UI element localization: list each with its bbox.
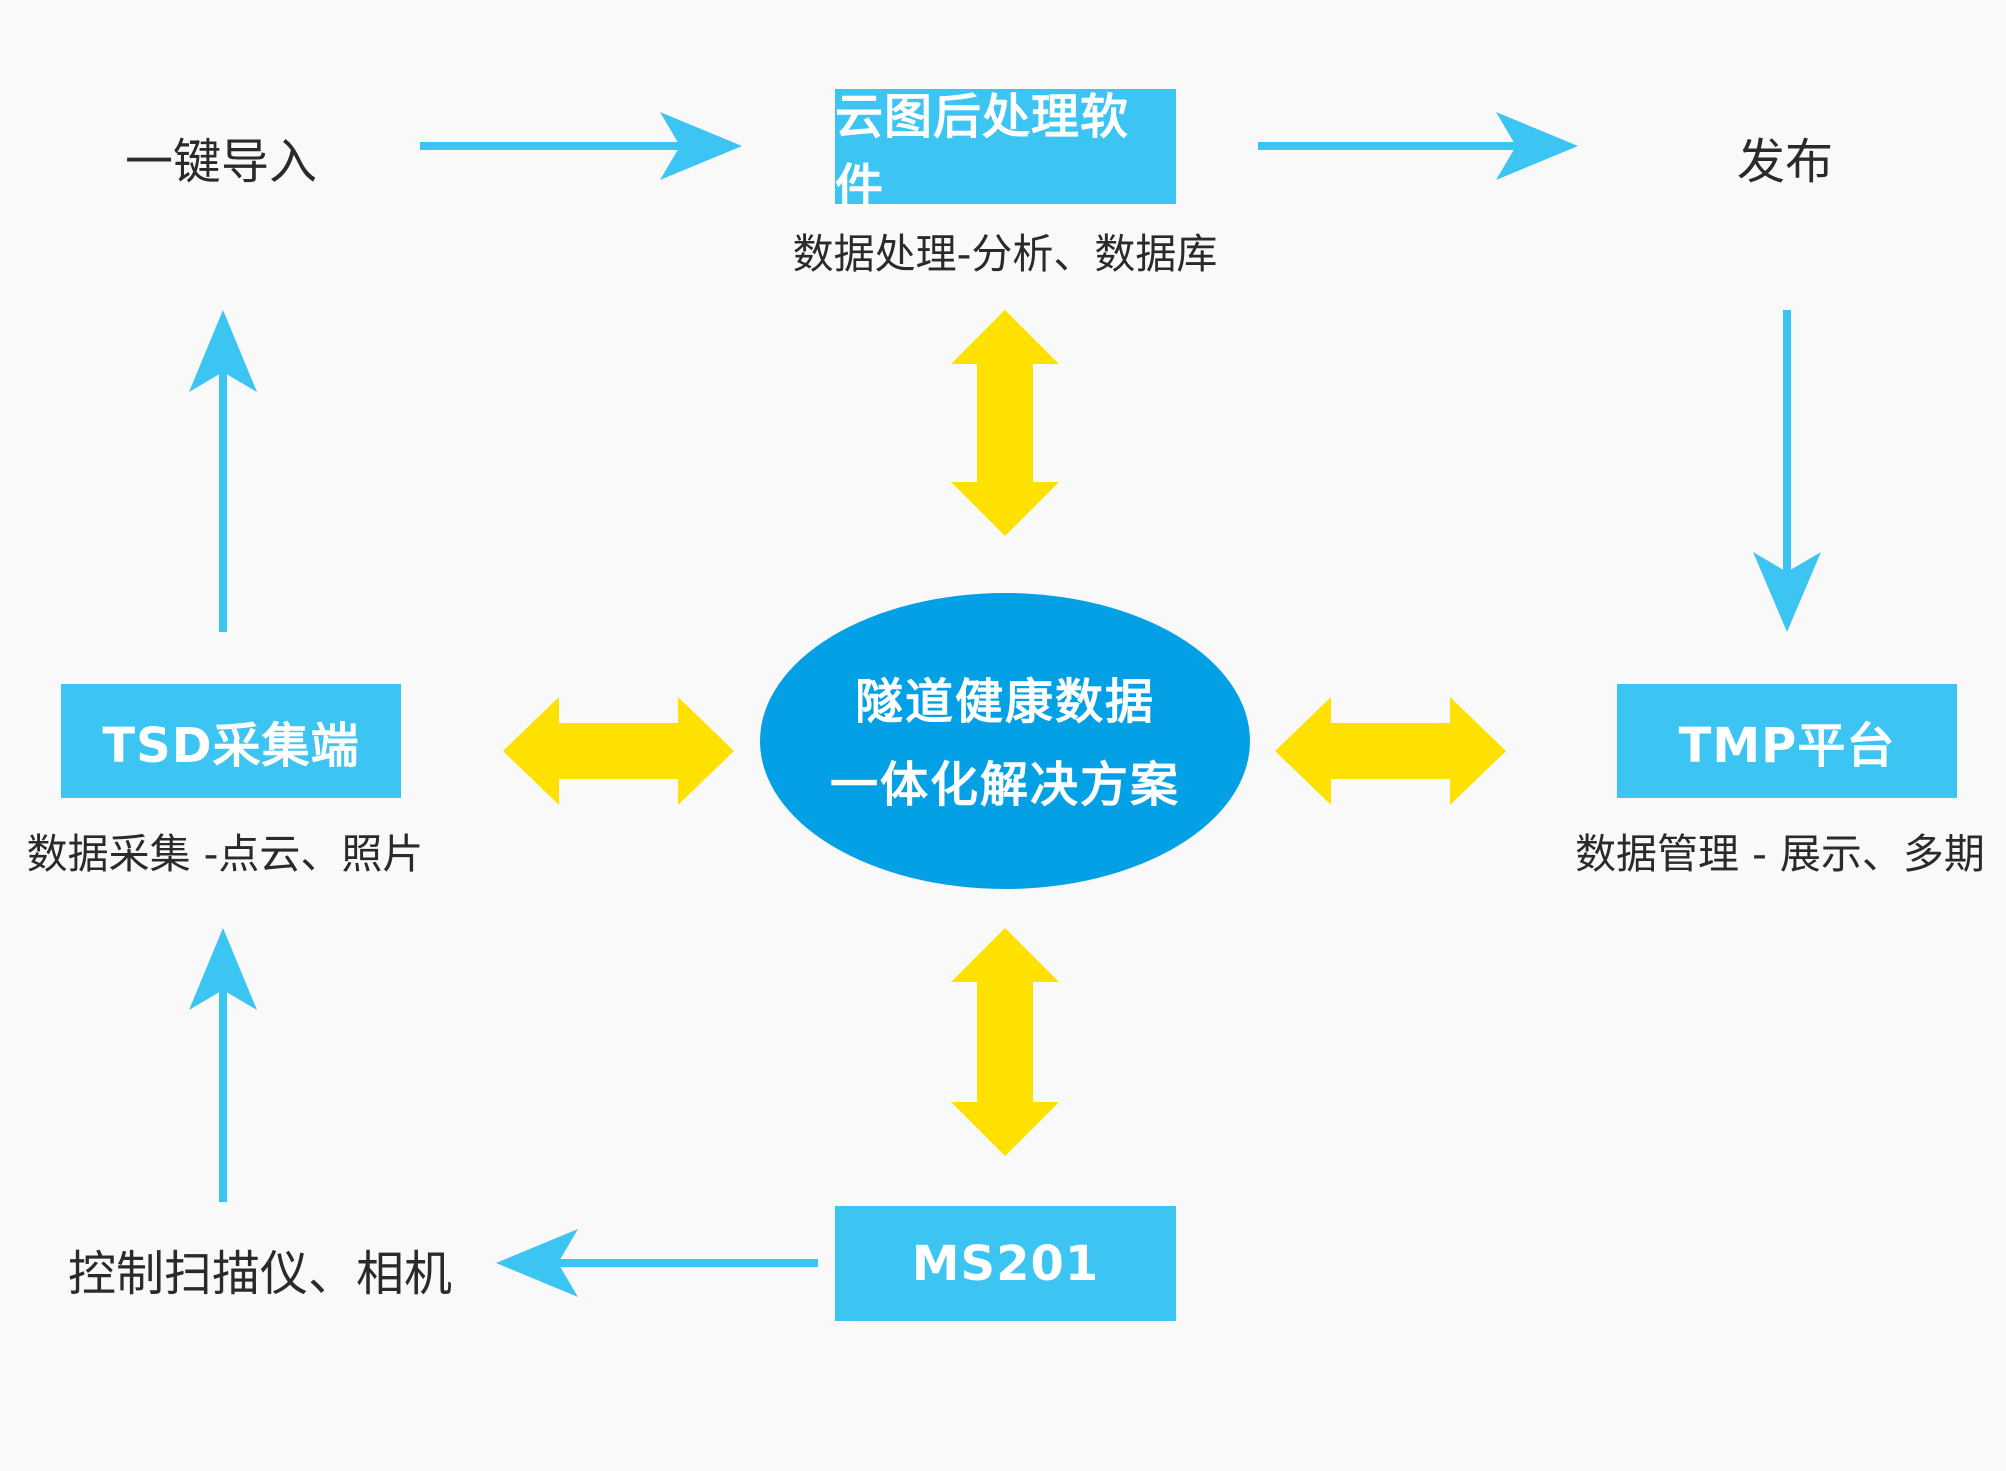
- arrow-publish-to-tmp: [1753, 310, 1821, 632]
- cloud-software-box: 云图后处理软件: [835, 89, 1176, 215]
- arrow-ms201-to-control: [496, 1229, 818, 1297]
- tmp-box: TMP平台: [1617, 684, 1957, 798]
- double-arrow-bottom: [951, 928, 1059, 1156]
- ms201-label: MS201: [911, 1235, 1100, 1292]
- control-label: 控制扫描仪、相机: [67, 1246, 452, 1302]
- arrow-control-to-tsd: [189, 928, 257, 1202]
- center-title-line2: 一体化解决方案: [829, 757, 1180, 813]
- cloud-software-desc: 数据处理-分析、数据库: [792, 230, 1218, 278]
- publish-label: 发布: [1736, 134, 1833, 190]
- center-ellipse: [760, 593, 1250, 889]
- double-arrow-top: [951, 310, 1059, 536]
- tmp-label: TMP平台: [1678, 718, 1896, 774]
- double-arrow-left: [503, 697, 734, 805]
- tsd-label: TSD采集端: [102, 718, 360, 774]
- center-title-line1: 隧道健康数据: [854, 674, 1155, 730]
- tsd-box: TSD采集端: [61, 684, 401, 798]
- arrow-import-to-software: [420, 112, 742, 180]
- ms201-box: MS201: [835, 1206, 1176, 1321]
- double-arrow-right: [1275, 697, 1506, 805]
- cloud-software-label: 云图后处理软件: [835, 88, 1130, 215]
- import-label: 一键导入: [124, 134, 317, 190]
- tmp-desc: 数据管理 - 展示、多期: [1575, 830, 1985, 878]
- arrow-tsd-to-import: [189, 310, 257, 632]
- arrow-software-to-publish: [1258, 112, 1578, 180]
- tsd-desc: 数据采集 -点云、照片: [26, 830, 424, 878]
